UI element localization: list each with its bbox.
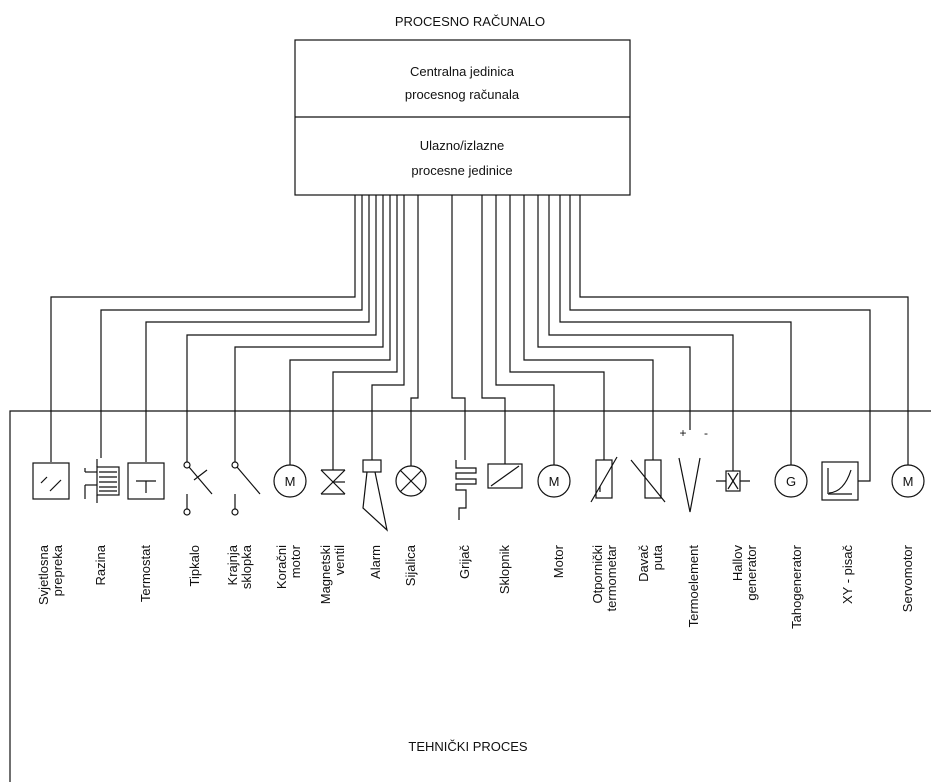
- svg-text:M: M: [549, 474, 560, 489]
- tachogenerator-icon: G: [774, 464, 808, 498]
- position-sensor-icon: [630, 459, 666, 503]
- device-label: Termoelement: [686, 545, 701, 628]
- device-label: Tahogenerator: [789, 544, 804, 629]
- signal-wire: [579, 195, 909, 465]
- signal-wire: [495, 195, 555, 465]
- signal-wire: [289, 195, 391, 465]
- motor-icon: M: [537, 464, 571, 498]
- device-label: Termostat: [138, 545, 153, 602]
- resistance-thermometer-icon: [590, 456, 618, 503]
- process-title: TEHNIČKI PROCES: [408, 739, 528, 754]
- thermostat-icon: [127, 462, 165, 500]
- device-symbols: M M: [32, 426, 925, 532]
- signal-wire: [410, 195, 419, 466]
- device-label: ventil: [332, 545, 347, 575]
- device-label: Tipkalo: [187, 545, 202, 586]
- device-label: Razina: [93, 544, 108, 585]
- solenoid-valve-icon: [320, 469, 346, 495]
- device-label: Sijalica: [403, 544, 418, 586]
- limit-switch-icon: [231, 461, 261, 516]
- svg-text:G: G: [786, 474, 796, 489]
- contactor-icon: [487, 463, 523, 489]
- device-label: Davač: [636, 545, 651, 582]
- signal-wire: [537, 195, 691, 430]
- device-label: Hallov: [730, 545, 745, 582]
- signal-wire: [100, 195, 363, 458]
- svg-text:M: M: [285, 474, 296, 489]
- cpu-label-line1: Centralna jedinica: [410, 64, 515, 79]
- cpu-label-line2: procesnog računala: [405, 87, 520, 102]
- device-label: Magnetski: [318, 545, 333, 604]
- signal-wire: [332, 195, 398, 470]
- signal-wire: [50, 195, 356, 462]
- signal-wire: [481, 195, 506, 464]
- push-button-icon: [183, 461, 213, 516]
- signal-wire: [569, 195, 871, 482]
- svg-text:-: -: [704, 426, 708, 440]
- device-label: prepreka: [50, 544, 65, 596]
- signal-wire: [186, 195, 377, 462]
- process-boundary: [9, 410, 931, 782]
- alarm-horn-icon: [362, 459, 388, 532]
- servomotor-icon: M: [891, 464, 925, 498]
- device-label: sklopka: [239, 544, 254, 589]
- device-label: generator: [744, 544, 759, 600]
- signal-wires: [50, 195, 909, 482]
- light-barrier-icon: [32, 462, 70, 500]
- computer-title: PROCESNO RAČUNALO: [395, 14, 545, 29]
- device-label: motor: [288, 544, 303, 578]
- device-label: termometar: [604, 544, 619, 611]
- device-label: Motor: [551, 544, 566, 578]
- device-label: Servomotor: [900, 544, 915, 612]
- device-label: XY - pisač: [840, 545, 855, 605]
- hall-generator-icon: [716, 470, 750, 492]
- device-label: Koračni: [274, 545, 289, 589]
- device-label: puta: [650, 544, 665, 570]
- signal-wire: [509, 195, 605, 460]
- signal-wire: [523, 195, 654, 460]
- device-label: Alarm: [368, 545, 383, 579]
- signal-wire: [145, 195, 370, 462]
- io-label-line2: procesne jedinice: [411, 163, 512, 178]
- svg-text:+: +: [679, 426, 686, 440]
- lamp-icon: [395, 465, 427, 497]
- device-label: Krajnja: [225, 544, 240, 585]
- signal-wire: [548, 195, 734, 471]
- stepper-motor-icon: M: [273, 464, 307, 498]
- device-label: Svjetlosna: [36, 544, 51, 605]
- signal-wire: [234, 195, 384, 462]
- xy-plotter-icon: [821, 461, 859, 501]
- signal-wire: [371, 195, 405, 460]
- svg-text:M: M: [903, 474, 914, 489]
- level-sensor-icon: [84, 459, 120, 503]
- device-label: Grijač: [457, 545, 472, 579]
- heater-icon: [455, 460, 477, 520]
- device-label: Otpornički: [590, 545, 605, 604]
- device-label: Sklopnik: [497, 545, 512, 595]
- thermocouple-icon: + -: [678, 426, 708, 513]
- io-label-line1: Ulazno/izlazne: [420, 138, 505, 153]
- signal-wire: [559, 195, 792, 465]
- signal-wire: [451, 195, 466, 460]
